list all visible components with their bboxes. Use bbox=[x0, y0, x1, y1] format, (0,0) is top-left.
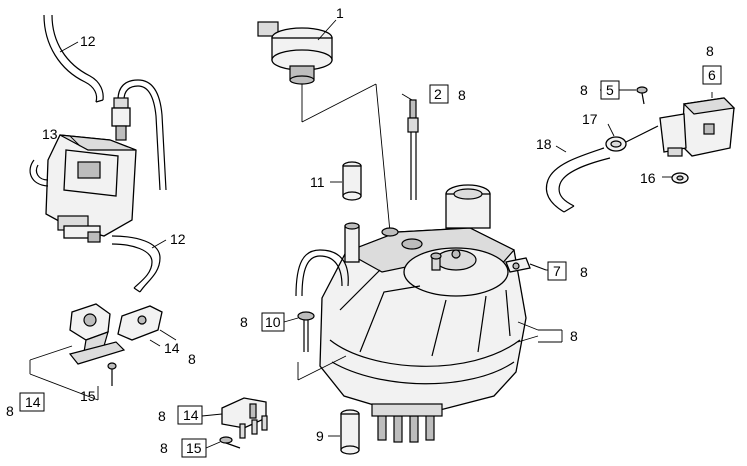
boiler-right-leaders bbox=[517, 321, 563, 343]
callout-13: 13 bbox=[42, 126, 58, 142]
hose-clamp bbox=[605, 125, 659, 152]
callout-7: 7 bbox=[553, 263, 561, 279]
callout-box-2 bbox=[429, 84, 449, 104]
pressure-switch bbox=[257, 21, 333, 85]
boiler-assembly bbox=[295, 184, 527, 443]
screw-thermostat bbox=[219, 436, 241, 449]
callout-14-left-ref: 8 bbox=[6, 403, 14, 419]
callout-10-ref: 8 bbox=[240, 314, 248, 330]
callout-14-bottom: 14 bbox=[183, 407, 199, 423]
thermostat-switch bbox=[221, 397, 268, 439]
micro-switch-upper bbox=[69, 303, 111, 353]
callout-2-ref: 8 bbox=[458, 87, 466, 103]
valve-hose bbox=[545, 147, 611, 213]
callout-box-7 bbox=[547, 261, 567, 281]
solenoid-valve bbox=[659, 97, 736, 157]
screw-small-left bbox=[107, 362, 117, 386]
callout-box-14-bottom bbox=[177, 405, 203, 425]
valve-seal-ring bbox=[671, 172, 689, 184]
hose-top-left bbox=[43, 14, 104, 103]
callout-15-bottom-ref: 8 bbox=[160, 440, 168, 456]
callout-box-6 bbox=[702, 65, 722, 85]
callout-11: 11 bbox=[310, 174, 325, 190]
temperature-probe bbox=[407, 99, 419, 200]
callout-8-right: 8 bbox=[570, 328, 578, 344]
spacer-sleeve bbox=[342, 161, 362, 201]
callout-15-bottom: 15 bbox=[186, 440, 202, 456]
callout-18: 18 bbox=[536, 136, 552, 152]
callout-7-ref: 8 bbox=[580, 264, 588, 280]
callout-2: 2 bbox=[434, 86, 442, 102]
callout-17: 17 bbox=[582, 111, 598, 127]
callout-6-ref: 8 bbox=[706, 43, 714, 59]
hose-thin-top bbox=[117, 79, 167, 191]
callout-16: 16 bbox=[640, 170, 656, 186]
callout-12-mid: 12 bbox=[170, 231, 186, 247]
callout-1: 1 bbox=[336, 5, 344, 21]
switch-bracket bbox=[68, 305, 163, 365]
callout-box-14-left bbox=[19, 392, 45, 412]
bottom-spacer bbox=[340, 409, 360, 455]
callout-10: 10 bbox=[265, 314, 281, 330]
valve-screw bbox=[636, 86, 648, 105]
screw-boiler-leader bbox=[297, 355, 347, 381]
hose-lower-left bbox=[111, 235, 161, 293]
callout-6: 6 bbox=[708, 67, 716, 83]
hose-fitting bbox=[111, 97, 131, 141]
callout-box-5 bbox=[600, 80, 620, 100]
water-reservoir bbox=[29, 134, 137, 243]
callout-14-left: 14 bbox=[25, 394, 41, 410]
callout-14-bottom-ref: 8 bbox=[158, 408, 166, 424]
callout-box-15-bottom bbox=[181, 438, 207, 458]
screw-boiler bbox=[297, 311, 315, 352]
pressure-switch-leaders bbox=[301, 19, 391, 233]
callout-14-mid-ref: 8 bbox=[188, 351, 196, 367]
callout-12-top: 12 bbox=[80, 33, 96, 49]
callout-5-ref: 8 bbox=[580, 82, 588, 98]
boiler-bracket-tab bbox=[505, 257, 547, 273]
callout-9: 9 bbox=[316, 428, 324, 444]
callout-5: 5 bbox=[606, 82, 614, 98]
callout-14-mid: 14 bbox=[164, 340, 180, 356]
switch-bracket-leaders bbox=[29, 329, 177, 401]
callout-box-10 bbox=[261, 312, 285, 332]
callout-15-left: 15 bbox=[80, 388, 96, 404]
